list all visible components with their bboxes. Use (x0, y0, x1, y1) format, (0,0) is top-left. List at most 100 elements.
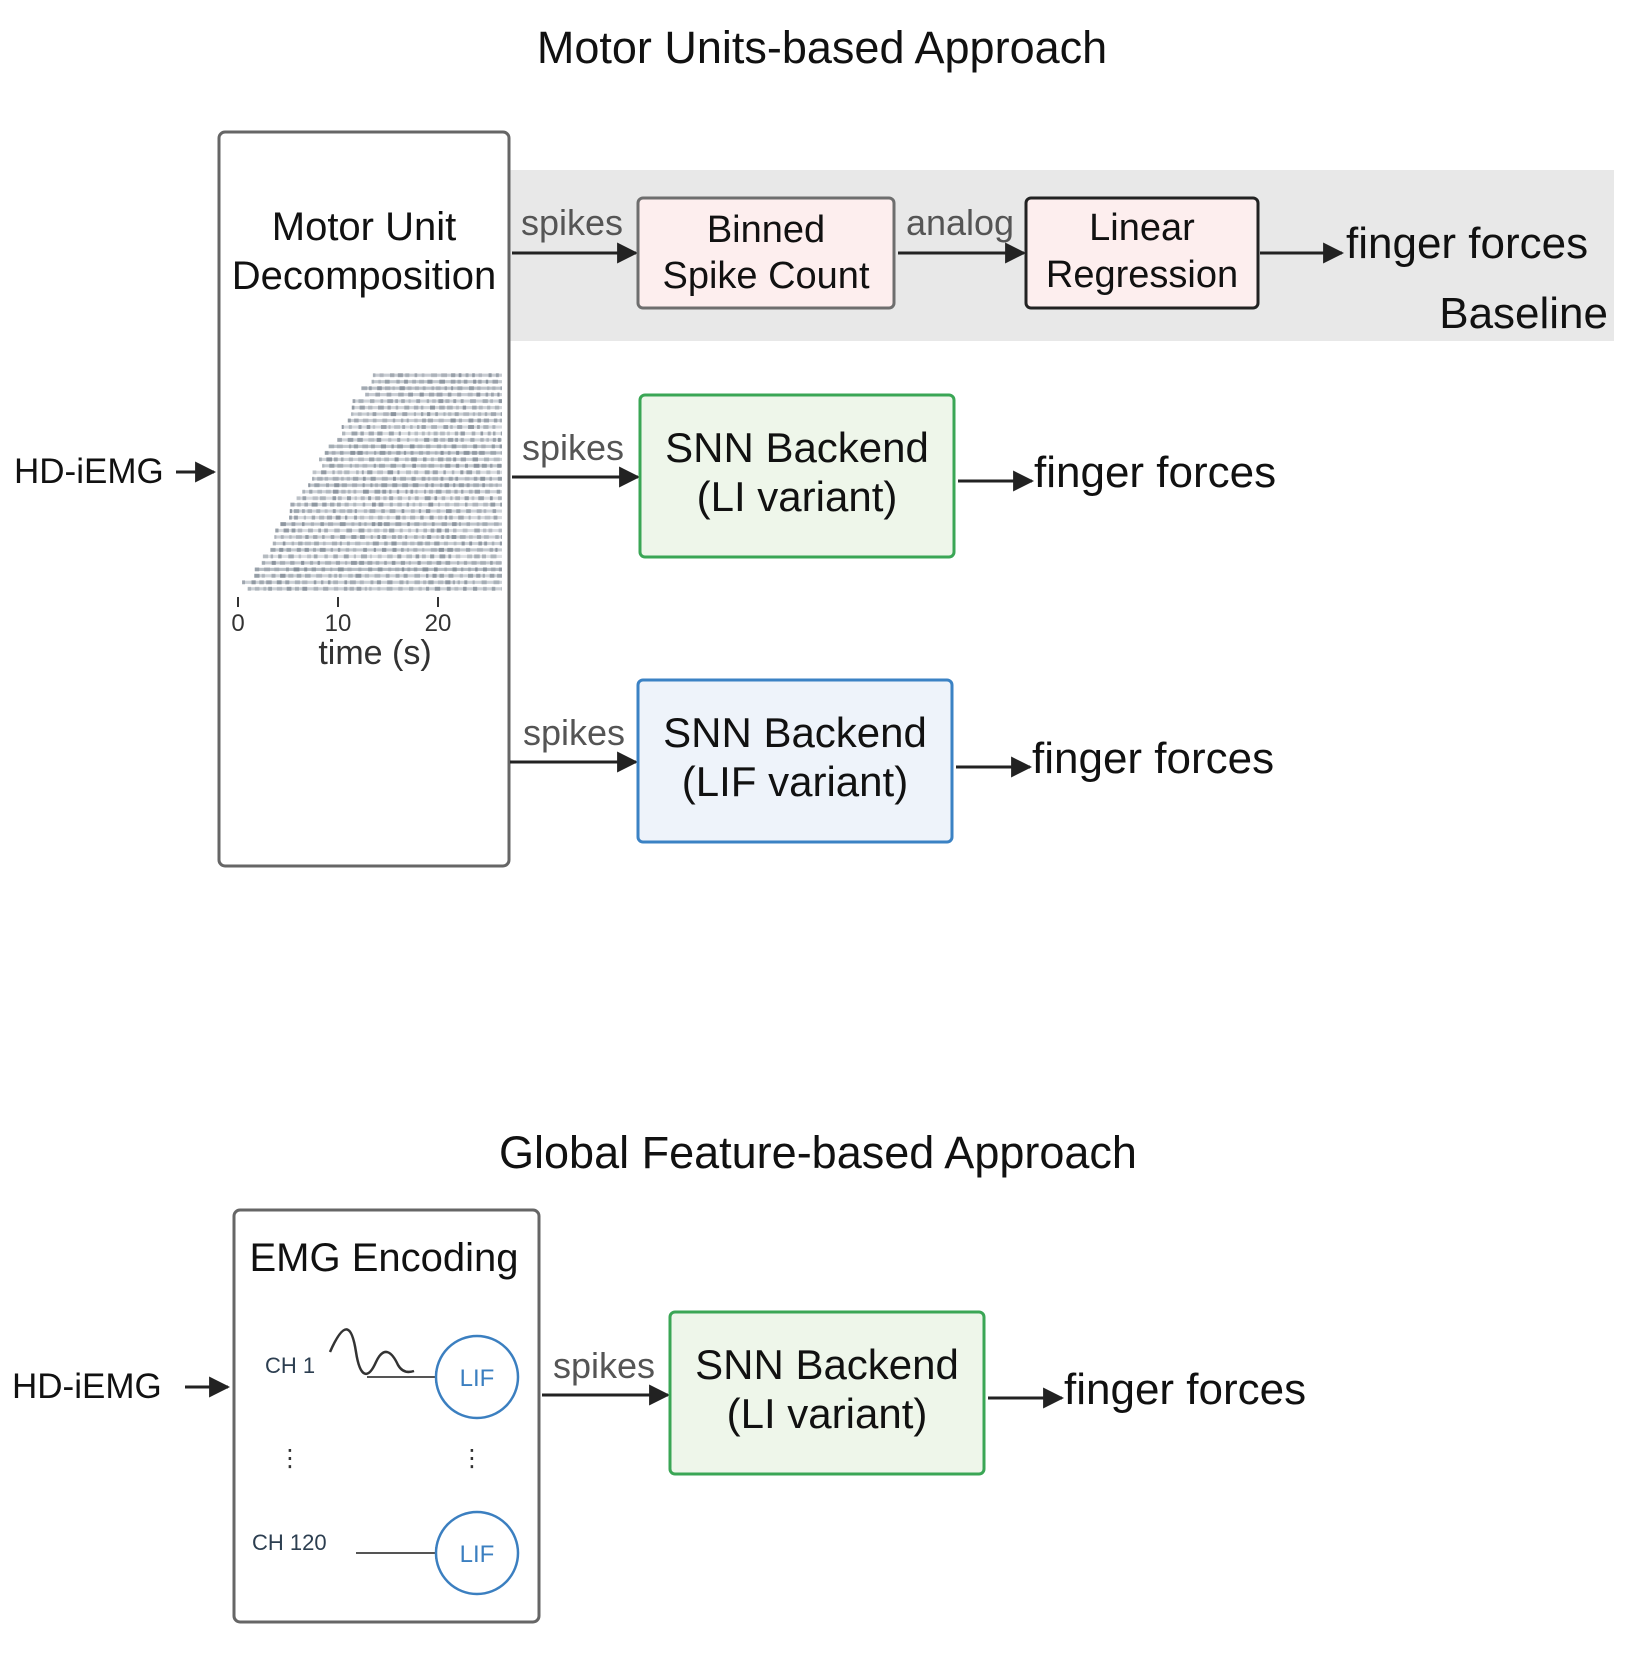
spike-tick (466, 522, 470, 527)
raster-tick-label-20: 20 (425, 610, 452, 637)
spike-tick (463, 379, 468, 384)
spike-tick (444, 567, 447, 572)
spike-tick (486, 437, 489, 442)
spike-tick (473, 379, 477, 384)
spike-tick (386, 586, 393, 591)
global-spikes-label: spikes (553, 1345, 655, 1386)
spike-tick (417, 425, 420, 429)
spike-tick (378, 405, 384, 410)
spike-tick (398, 431, 401, 436)
spike-tick (251, 580, 256, 585)
spike-tick (417, 444, 423, 449)
spike-tick (359, 560, 365, 565)
spike-tick (458, 418, 462, 423)
spike-tick (444, 483, 449, 488)
spike-tick (360, 496, 365, 501)
spike-tick (297, 502, 301, 507)
spike-tick (430, 457, 434, 462)
spike-tick (415, 528, 419, 533)
spike-tick (425, 483, 429, 488)
spike-tick (389, 509, 396, 514)
spike-tick (407, 386, 412, 391)
spike-tick (362, 476, 366, 481)
spike-tick (482, 399, 488, 404)
raster-row (328, 444, 502, 448)
spike-tick (447, 437, 454, 442)
spike-tick (304, 502, 308, 507)
spike-tick (339, 509, 346, 514)
spike-tick (364, 586, 367, 591)
spike-tick (322, 535, 325, 539)
spike-tick (362, 418, 369, 423)
spike-tick (443, 541, 448, 546)
spike-tick (339, 573, 342, 578)
lif-neuron-last (434, 1510, 520, 1596)
spike-tick (334, 573, 337, 578)
spike-tick (353, 554, 356, 559)
spike-tick (389, 528, 395, 533)
spike-tick (392, 418, 396, 423)
spike-tick (305, 535, 309, 539)
spike-tick (499, 418, 502, 423)
spike-tick (360, 431, 364, 436)
spike-tick (261, 560, 266, 565)
spike-tick (423, 457, 427, 462)
spike-tick (354, 515, 357, 520)
spike-tick (425, 509, 431, 514)
spike-tick (497, 392, 500, 397)
spike-tick (435, 412, 438, 417)
spike-tick (324, 528, 328, 533)
spike-tick (386, 392, 392, 397)
spike-tick (332, 476, 339, 481)
spike-tick (254, 573, 260, 578)
spike-tick (441, 522, 447, 527)
spike-tick (348, 457, 353, 462)
spike-tick (426, 399, 430, 404)
raster-row (289, 509, 502, 513)
spike-tick (416, 399, 421, 404)
global-features-title: Global Feature-based Approach (499, 1127, 1137, 1178)
spike-tick (483, 502, 488, 507)
spike-tick (439, 379, 445, 384)
spike-tick (374, 573, 381, 578)
spike-tick (381, 509, 385, 514)
spike-tick (438, 515, 443, 520)
spike-tick (361, 554, 367, 559)
spike-tick (406, 502, 409, 507)
spike-tick (291, 541, 295, 546)
spike-tick (436, 560, 442, 565)
spike-tick (410, 541, 415, 546)
spike-tick (454, 431, 459, 436)
spike-tick (467, 554, 473, 559)
spike-tick (364, 573, 370, 578)
spike-tick (430, 547, 437, 552)
spike-tick (468, 515, 471, 520)
spike-tick (272, 541, 276, 546)
spike-tick (320, 522, 324, 527)
spike-tick (376, 457, 381, 462)
spike-tick (322, 463, 325, 468)
spike-tick (438, 547, 444, 552)
spike-tick (397, 502, 402, 507)
spike-tick (428, 489, 433, 494)
baseline-spikes-label: spikes (521, 202, 623, 243)
spike-tick (368, 431, 374, 436)
spike-tick (388, 431, 394, 436)
spike-tick (368, 496, 372, 501)
spike-tick (501, 535, 502, 539)
spike-tick (488, 373, 492, 378)
hd-iemg-input-label: HD-iEMG (14, 452, 164, 491)
spike-tick (362, 502, 366, 507)
linear-regression-line1: Linear (1089, 207, 1195, 249)
spike-tick (421, 476, 426, 481)
spike-tick (479, 450, 485, 455)
spike-tick (431, 386, 434, 391)
spike-tick (377, 431, 383, 436)
spike-tick (333, 554, 338, 559)
spike-tick (445, 463, 451, 468)
spike-tick (379, 450, 386, 455)
raster-row (312, 477, 502, 481)
spike-tick (459, 522, 461, 527)
spike-tick (462, 444, 467, 449)
spike-tick (452, 567, 457, 572)
